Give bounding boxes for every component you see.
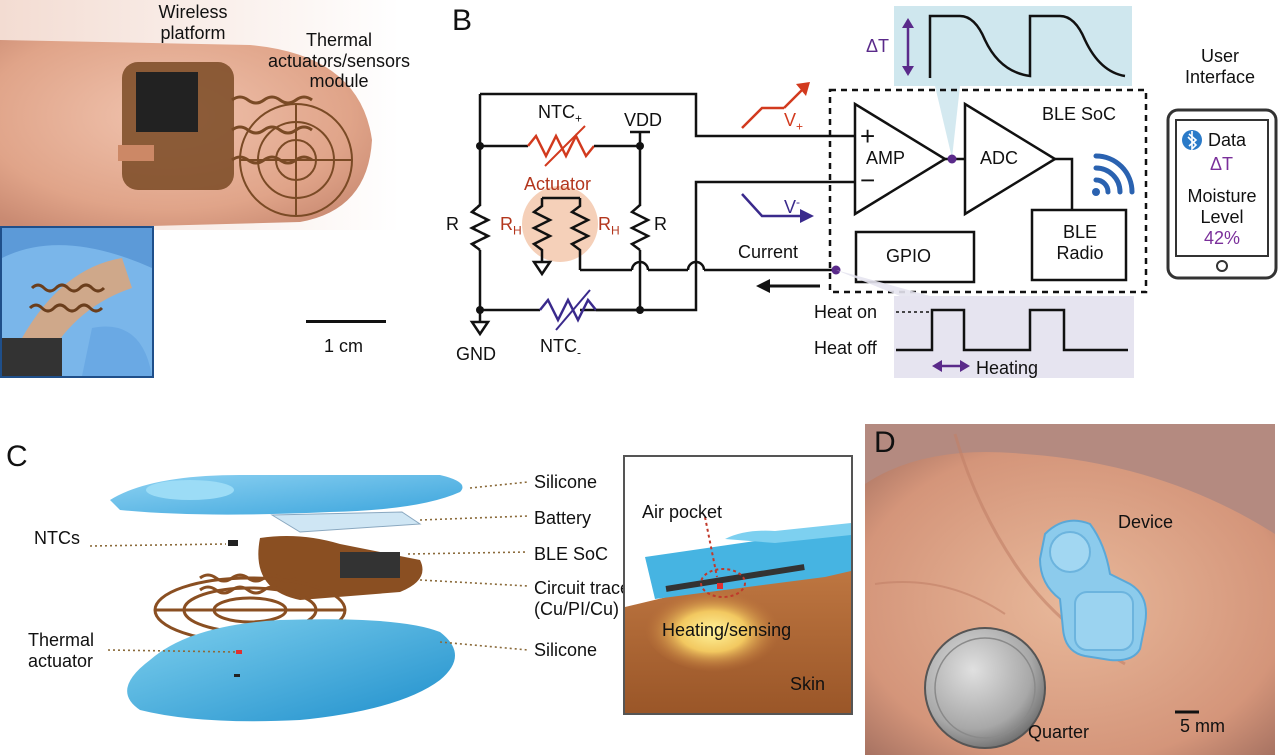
- rh-right-label: RH: [598, 214, 620, 238]
- air-pocket-label: Air pocket: [642, 502, 723, 522]
- delta-t-waveform: [928, 14, 1126, 78]
- actuator-label: Actuator: [524, 174, 592, 194]
- ntc-chip: [228, 540, 238, 546]
- current-label: Current: [738, 242, 799, 262]
- circuit-diagram: [469, 6, 1278, 378]
- panel-c-letter: C: [6, 440, 28, 473]
- panel-b-letter: B: [452, 4, 473, 37]
- ntc-minus-label: NTC-: [540, 336, 581, 360]
- device-label: Device: [1118, 512, 1174, 532]
- wireless-platform-label: Wireless platform: [158, 2, 228, 43]
- adc-label: ADC: [980, 148, 1019, 168]
- ble-radio-box: [1030, 208, 1128, 282]
- ble-soc-label: BLE SoC: [1042, 104, 1117, 124]
- skin-label: Skin: [790, 674, 826, 694]
- ble-soc-boundary: [828, 88, 1148, 294]
- gpio-box: [854, 230, 976, 284]
- amp-plus-sign: +: [860, 121, 876, 151]
- panel-d-letter: D: [874, 426, 896, 459]
- circuit-traces-label: Circuit traces (Cu/PI/Cu): [534, 578, 640, 619]
- battery-label: Battery: [534, 508, 592, 528]
- vdd-label: VDD: [624, 110, 663, 130]
- ntc-minus-resistor: [539, 297, 597, 323]
- bent-device-inset: [0, 226, 154, 378]
- ntc-plus-label: NTC+: [538, 102, 583, 126]
- heating-waveform: [896, 308, 1128, 352]
- heating-label: Heating: [976, 358, 1039, 378]
- ble-radio-label: BLE Radio: [1056, 222, 1104, 263]
- delta-t-label: ΔT: [866, 36, 890, 56]
- gnd-label: GND: [456, 344, 496, 364]
- ntc-plus-resistor: [527, 133, 595, 159]
- heat-on-label: Heat on: [814, 302, 878, 322]
- quarter-label: Quarter: [1028, 722, 1090, 742]
- scale-bar-a: [306, 320, 386, 323]
- thermal-actuator-chip: [236, 650, 242, 654]
- phone-moisture-label: Moisture Level: [1187, 186, 1257, 227]
- gpio-label: GPIO: [886, 246, 932, 266]
- user-interface-label: User Interface: [1184, 46, 1256, 87]
- silicone-top-label: Silicone: [534, 472, 598, 492]
- silicone-bottom-layer: [127, 619, 455, 722]
- quarter-coin: [924, 627, 1046, 749]
- delta-t-waveform-box: [894, 6, 1132, 86]
- amp-triangle: [853, 101, 948, 217]
- silicone-bottom-label: Silicone: [534, 640, 598, 660]
- battery-layer: [270, 511, 422, 533]
- resistor-r-left-label: R: [446, 214, 459, 234]
- finger-illustration: [0, 0, 400, 230]
- heat-off-label: Heat off: [814, 338, 877, 358]
- wireless-icon: [1092, 153, 1135, 196]
- thermal-module-label: Thermal actuators/sensors module: [267, 30, 411, 92]
- phone-moisture-value: 42%: [1203, 228, 1241, 248]
- cross-section-inset: [623, 455, 853, 715]
- amp-label: AMP: [866, 148, 906, 168]
- amp-minus-sign: −: [860, 165, 876, 195]
- finger-photo: [0, 0, 400, 230]
- v-minus-label: V-: [784, 195, 801, 217]
- thermal-actuator-label: Thermal actuator: [28, 630, 95, 671]
- device-cross-section: [645, 527, 851, 599]
- phone-data-label: Data: [1208, 130, 1247, 150]
- hand-device-photo: [865, 424, 1275, 755]
- ble-soc-label-c: BLE SoC: [534, 544, 609, 564]
- scale-label-a: 1 cm: [324, 336, 364, 356]
- scale-label-d: 5 mm: [1180, 716, 1225, 736]
- phone-delta-t: ΔT: [1210, 154, 1234, 174]
- heating-sensing-label: Heating/sensing: [662, 620, 792, 640]
- exploded-view-illustration: [89, 475, 529, 722]
- rh-left-label: RH: [500, 214, 522, 238]
- wearable-device-photo: [1038, 519, 1147, 662]
- resistor-r-right-label: R: [654, 214, 667, 234]
- ntcs-label: NTCs: [34, 528, 80, 548]
- v-plus-label: V+: [784, 110, 804, 134]
